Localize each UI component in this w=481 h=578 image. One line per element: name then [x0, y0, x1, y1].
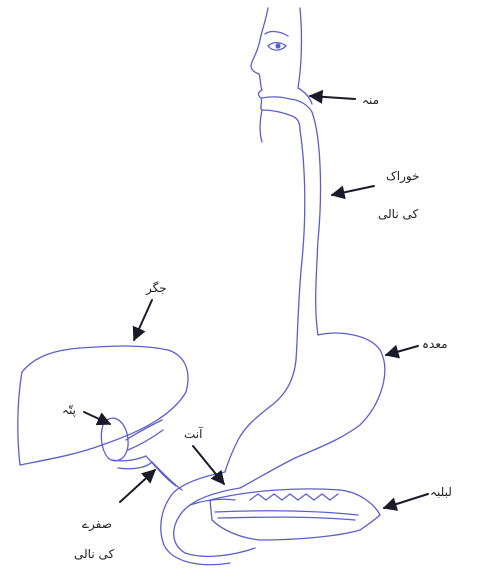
pancreas-outline — [210, 489, 380, 540]
esophagus-label-line1: خوراک — [386, 168, 420, 184]
head-outline — [251, 8, 312, 142]
bile-duct-label-line2: کی نالی — [74, 546, 114, 562]
intestine-label: آنت — [184, 426, 202, 442]
intestine-arrow — [193, 446, 224, 484]
stomach-outline — [225, 333, 385, 488]
bile-duct-arrow — [120, 470, 155, 502]
liver-label: جگر — [146, 280, 167, 296]
mouth-outline — [262, 97, 312, 130]
gallbladder-outline — [101, 418, 128, 461]
pancreas-label: لبلبہ — [430, 484, 452, 500]
pancreas-arrow — [384, 494, 428, 508]
mouth-arrow — [310, 96, 355, 99]
gallbladder-arrow — [84, 412, 110, 424]
esophagus-arrow — [332, 186, 374, 195]
stomach-label: معدہ — [422, 336, 448, 352]
bile-duct-outline — [112, 420, 182, 490]
liver-arrow — [134, 300, 152, 340]
esophagus-label-line2: کی نالی — [378, 206, 418, 222]
bile-duct-label-line1: صفرے — [82, 516, 112, 532]
gallbladder-label: پتّہ — [62, 402, 76, 418]
esophagus-outline — [296, 112, 320, 360]
mouth-label: منہ — [362, 92, 379, 108]
stomach-arrow — [386, 346, 418, 355]
